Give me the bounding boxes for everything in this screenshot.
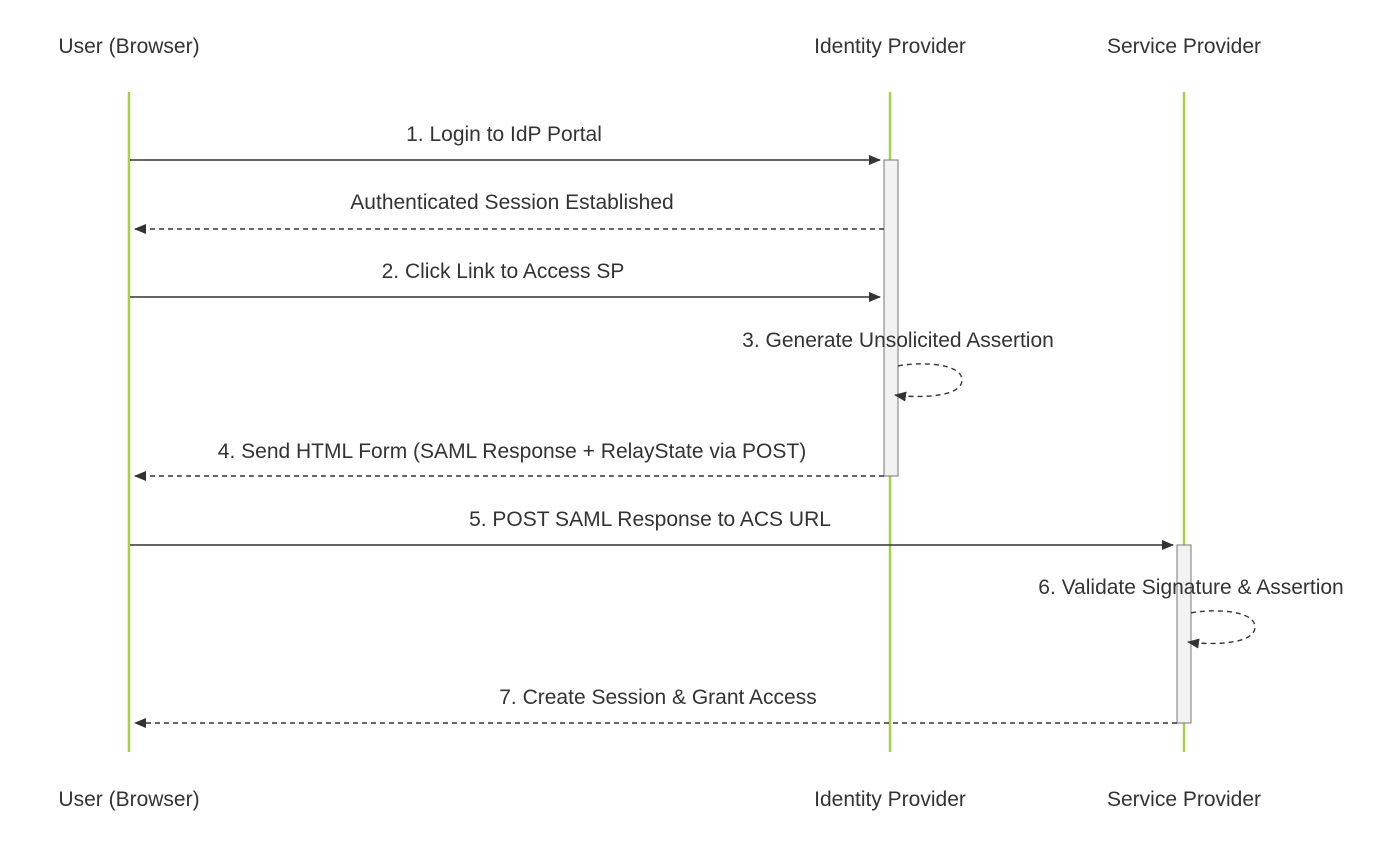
message-label-4: 3. Generate Unsolicited Assertion	[742, 329, 1054, 352]
message-label-2: Authenticated Session Established	[350, 191, 673, 214]
participant-sp-top: Service Provider	[1107, 35, 1261, 58]
message-label-1: 1. Login to IdP Portal	[406, 123, 602, 146]
message-label-7: 6. Validate Signature & Assertion	[1038, 576, 1343, 599]
message-label-3: 2. Click Link to Access SP	[382, 260, 625, 283]
message-label-6: 5. POST SAML Response to ACS URL	[469, 508, 831, 531]
participant-idp-bottom: Identity Provider	[814, 788, 966, 811]
message-arrow-4-self-loop	[894, 363, 963, 402]
participant-sp-bottom: Service Provider	[1107, 788, 1261, 811]
activation-bar-sp	[1176, 544, 1192, 724]
participant-user-bottom: User (Browser)	[58, 788, 199, 811]
activation-bar-idp	[883, 159, 899, 477]
message-label-5: 4. Send HTML Form (SAML Response + Relay…	[218, 440, 806, 463]
message-label-8: 7. Create Session & Grant Access	[499, 686, 816, 709]
participant-idp-top: Identity Provider	[814, 35, 966, 58]
message-arrow-7-self-loop	[1187, 610, 1256, 649]
participant-user-top: User (Browser)	[58, 35, 199, 58]
